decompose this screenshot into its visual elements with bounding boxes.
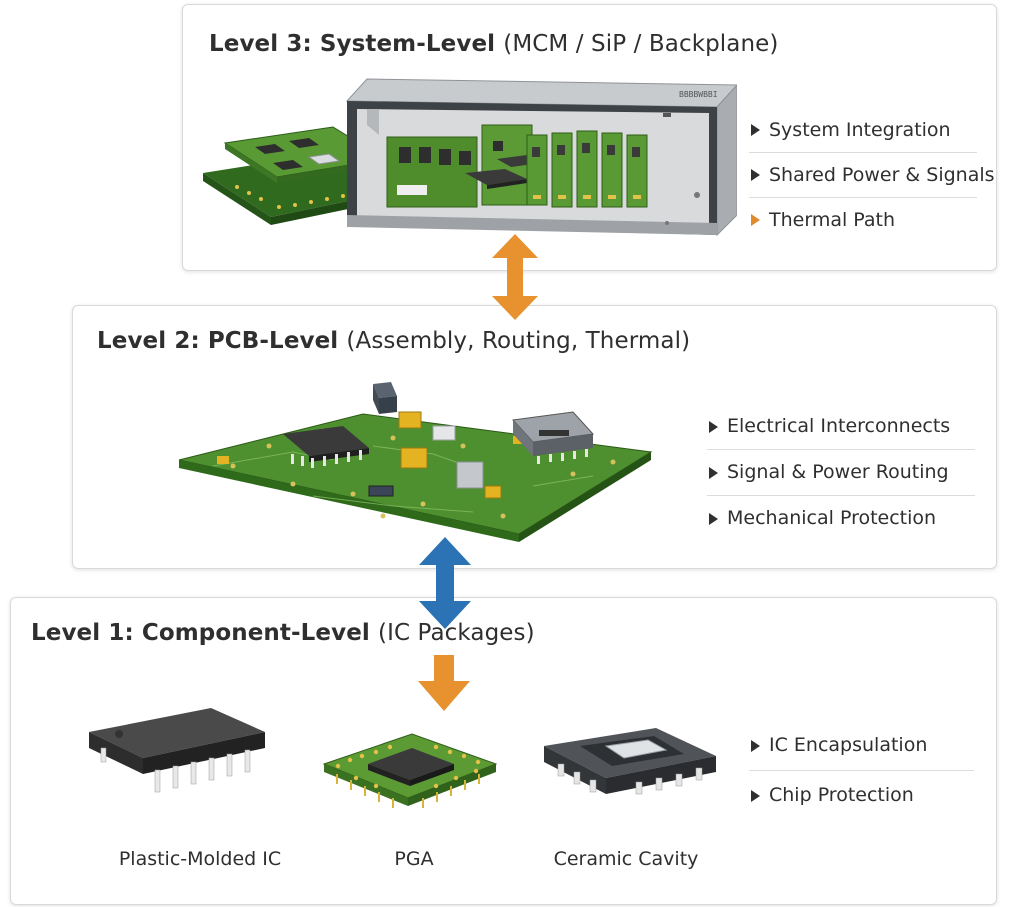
level1-bullet-text: IC Encapsulation [769,734,928,756]
triangle-right-icon [751,169,760,181]
level3-bullet: Thermal Path [749,198,977,242]
level2-title: Level 2: PCB-Level (Assembly, Routing, T… [97,328,690,354]
pga-image [322,733,498,808]
level2-panel: Level 2: PCB-Level (Assembly, Routing, T… [72,305,997,569]
triangle-right-icon [751,739,760,752]
pcb-components [217,382,595,499]
package-label-pga: PGA [394,848,434,870]
level1-bullet: IC Encapsulation [749,721,974,771]
level2-bullet-text: Signal & Power Routing [727,461,949,483]
ceramic-cavity-image [544,728,716,795]
triangle-right-icon [709,420,718,433]
level3-title: Level 3: System-Level (MCM / SiP / Backp… [209,31,779,57]
level2-bullet: Mechanical Protection [707,496,975,541]
triangle-right-icon [751,789,760,802]
chassis-cards [386,124,648,208]
level1-title: Level 1: Component-Level (IC Packages) [31,620,535,646]
level3-title-subtitle: (MCM / SiP / Backplane) [503,31,779,57]
package-label-plastic: Plastic-Molded IC [118,848,282,870]
level1-title-subtitle: (IC Packages) [378,620,535,646]
level3-bullet-text: System Integration [769,119,951,141]
level2-title-subtitle: (Assembly, Routing, Thermal) [346,328,691,354]
down-arrow-orange-icon [418,655,470,711]
level2-bullet-text: Electrical Interconnects [727,415,951,437]
triangle-right-icon [751,214,760,226]
double-arrow-blue-icon [419,537,471,629]
triangle-right-icon [751,124,760,136]
chassis-label: BBBBWBBI [679,90,718,99]
level3-panel: Level 3: System-Level (MCM / SiP / Backp… [182,4,997,271]
level2-bullet: Electrical Interconnects [707,404,975,450]
triangle-right-icon [709,512,718,525]
level2-bullet: Signal & Power Routing [707,450,975,496]
triangle-right-icon [709,466,718,479]
level1-bullet: Chip Protection [749,771,974,820]
level3-bullet-text: Shared Power & Signals [769,164,995,186]
plastic-molded-ic-image [89,708,265,793]
level1-bullet-text: Chip Protection [769,784,914,806]
level2-bullet-list: Electrical Interconnects Signal & Power … [707,404,975,541]
pcb-illustration [178,382,653,542]
level1-bullet-list: IC Encapsulation Chip Protection [749,721,974,820]
level3-bullet-text: Thermal Path [769,209,896,231]
mcm-module [203,126,387,225]
level3-title-bold: Level 3: System-Level [209,31,496,57]
level1-panel: Level 1: Component-Level (IC Packages) [10,597,997,905]
level3-bullet: Shared Power & Signals [749,153,995,198]
double-arrow-orange-icon [492,234,538,320]
level2-bullet-text: Mechanical Protection [727,507,937,529]
level1-title-bold: Level 1: Component-Level [31,620,370,646]
level2-title-bold: Level 2: PCB-Level [97,328,339,354]
level3-bullet: System Integration [749,108,977,153]
system-illustration: BBBBWBBI [203,78,737,237]
package-label-ceramic: Ceramic Cavity [553,848,699,870]
level3-bullet-list: System Integration Shared Power & Signal… [749,108,995,242]
